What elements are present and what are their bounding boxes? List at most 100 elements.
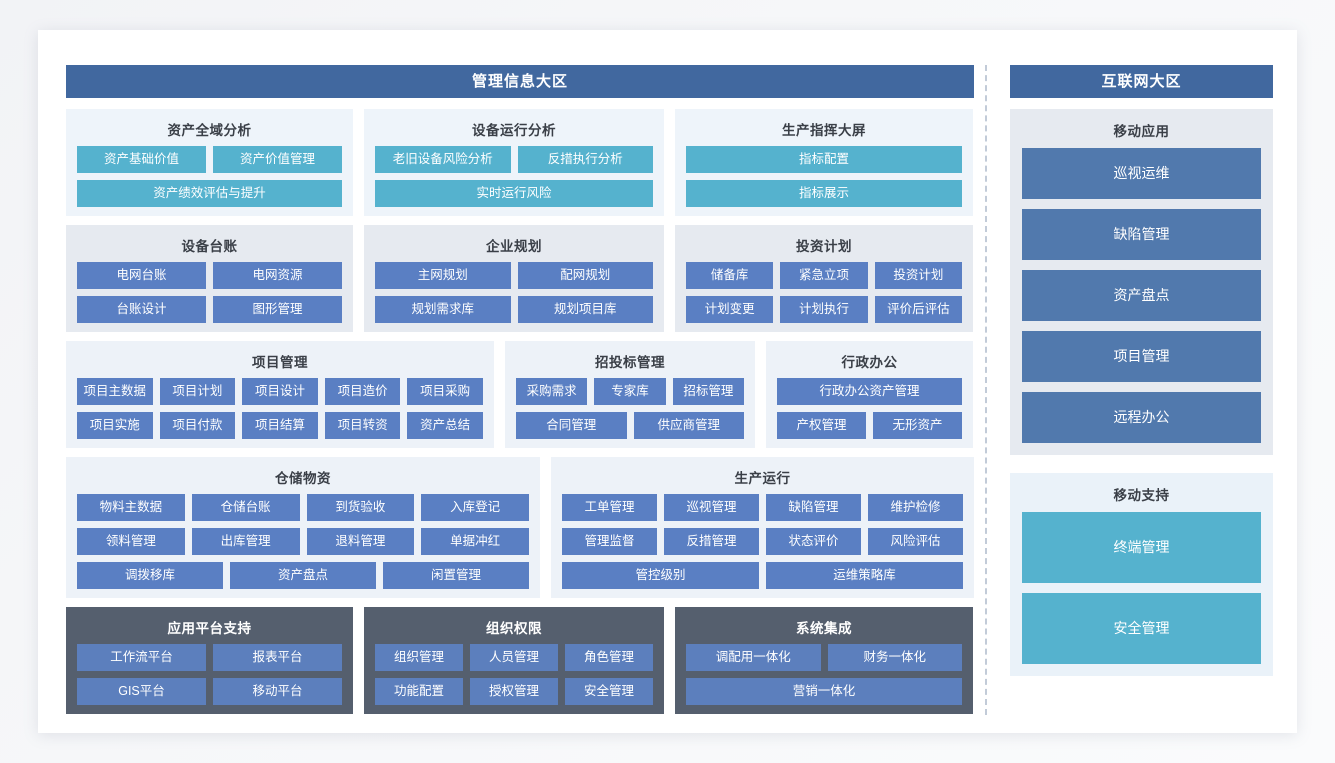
module-tile[interactable]: 项目采购: [407, 378, 483, 405]
module-tile[interactable]: 项目造价: [324, 378, 401, 405]
module-tile[interactable]: 安全管理: [565, 678, 653, 705]
module-tile[interactable]: 项目结算: [242, 412, 318, 439]
module-tile[interactable]: 项目付款: [159, 412, 236, 439]
module-tile[interactable]: 授权管理: [470, 678, 558, 705]
module-tile[interactable]: GIS平台: [77, 678, 206, 705]
module-card: 行政办公行政办公资产管理产权管理无形资产: [766, 341, 973, 448]
module-tile[interactable]: 资产盘点: [230, 562, 376, 589]
module-tile[interactable]: 组织管理: [375, 644, 463, 671]
module-tile[interactable]: 项目主数据: [77, 378, 153, 405]
module-tile[interactable]: 行政办公资产管理: [777, 378, 962, 405]
module-tile[interactable]: 人员管理: [470, 644, 558, 671]
module-tile[interactable]: 巡视管理: [664, 494, 759, 521]
module-tile[interactable]: 单据冲红: [421, 528, 529, 555]
module-tile[interactable]: 图形管理: [213, 296, 342, 323]
module-tile[interactable]: 闲置管理: [383, 562, 529, 589]
module-tile[interactable]: 老旧设备风险分析: [375, 146, 511, 173]
module-tile[interactable]: 风险评估: [868, 528, 963, 555]
module-tile[interactable]: 巡视运维: [1022, 148, 1261, 199]
module-tile[interactable]: 缺陷管理: [1022, 209, 1261, 260]
module-tile[interactable]: 计划变更: [686, 296, 774, 323]
module-tile[interactable]: 供应商管理: [633, 412, 744, 439]
right-region-panels: 移动应用巡视运维缺陷管理资产盘点项目管理远程办公移动支持终端管理安全管理: [1010, 109, 1273, 676]
module-tile[interactable]: 仓储台账: [191, 494, 300, 521]
module-tile[interactable]: 紧急立项: [780, 262, 868, 289]
module-card: 企业规划主网规划配网规划规划需求库规划项目库: [364, 225, 664, 332]
module-tile[interactable]: 功能配置: [375, 678, 463, 705]
module-card: 投资计划储备库紧急立项投资计划计划变更计划执行评价后评估: [675, 225, 973, 332]
module-panel: 移动应用巡视运维缺陷管理资产盘点项目管理远程办公: [1010, 109, 1273, 455]
module-tile[interactable]: 领料管理: [77, 528, 185, 555]
module-tile[interactable]: 工单管理: [562, 494, 657, 521]
module-tile[interactable]: 营销一体化: [686, 678, 962, 705]
module-tile[interactable]: 物料主数据: [77, 494, 185, 521]
module-tile[interactable]: 资产盘点: [1022, 270, 1261, 321]
module-tile[interactable]: 反措管理: [664, 528, 759, 555]
module-tile[interactable]: 反措执行分析: [517, 146, 653, 173]
module-tile[interactable]: 财务一体化: [827, 644, 962, 671]
module-tile[interactable]: 主网规划: [375, 262, 511, 289]
page-sheet: 管理信息大区 资产全域分析资产基础价值资产价值管理资产绩效评估与提升设备运行分析…: [38, 30, 1297, 733]
module-tile[interactable]: 远程办公: [1022, 392, 1261, 443]
module-tile[interactable]: 规划项目库: [517, 296, 653, 323]
module-tile[interactable]: 出库管理: [191, 528, 300, 555]
module-tile[interactable]: 项目管理: [1022, 331, 1261, 382]
module-tile[interactable]: 无形资产: [873, 412, 962, 439]
module-tile[interactable]: 指标配置: [686, 146, 962, 173]
module-tile[interactable]: 专家库: [594, 378, 666, 405]
tile-row: 台账设计图形管理: [77, 296, 342, 323]
module-tile[interactable]: 项目设计: [242, 378, 318, 405]
module-tile[interactable]: 到货验收: [306, 494, 415, 521]
module-tile[interactable]: 工作流平台: [77, 644, 206, 671]
module-tile[interactable]: 实时运行风险: [375, 180, 653, 207]
module-tile[interactable]: 招标管理: [672, 378, 744, 405]
module-tile[interactable]: 资产价值管理: [213, 146, 342, 173]
tile-row: 老旧设备风险分析反措执行分析: [375, 146, 653, 173]
module-tile[interactable]: 缺陷管理: [766, 494, 861, 521]
module-tile[interactable]: 储备库: [686, 262, 774, 289]
module-tile[interactable]: 电网台账: [77, 262, 206, 289]
module-tile[interactable]: 调拨移库: [77, 562, 223, 589]
module-tile[interactable]: 指标展示: [686, 180, 962, 207]
module-tile[interactable]: 计划执行: [780, 296, 868, 323]
module-tile[interactable]: 移动平台: [213, 678, 342, 705]
module-tile[interactable]: 资产总结: [407, 412, 483, 439]
module-card: 设备台账电网台账电网资源台账设计图形管理: [66, 225, 353, 332]
card-title: 生产运行: [734, 471, 791, 486]
module-tile[interactable]: 配网规划: [517, 262, 653, 289]
module-tile[interactable]: 调配用一体化: [686, 644, 821, 671]
module-tile[interactable]: 项目实施: [77, 412, 153, 439]
card-row: 设备台账电网台账电网资源台账设计图形管理企业规划主网规划配网规划规划需求库规划项…: [66, 225, 974, 332]
tile-row: 工单管理巡视管理缺陷管理维护检修: [562, 494, 963, 521]
module-tile[interactable]: 项目计划: [159, 378, 236, 405]
card-row: 仓储物资物料主数据仓储台账到货验收入库登记领料管理出库管理退料管理单据冲红调拨移…: [66, 457, 974, 598]
module-tile[interactable]: 台账设计: [77, 296, 206, 323]
module-tile[interactable]: 角色管理: [565, 644, 653, 671]
module-tile[interactable]: 管控级别: [562, 562, 759, 589]
tile-row: 合同管理供应商管理: [516, 412, 744, 439]
module-tile[interactable]: 采购需求: [516, 378, 588, 405]
module-card: 仓储物资物料主数据仓储台账到货验收入库登记领料管理出库管理退料管理单据冲红调拨移…: [66, 457, 540, 598]
module-tile[interactable]: 电网资源: [213, 262, 342, 289]
tile-row: 行政办公资产管理: [777, 378, 962, 405]
module-tile[interactable]: 终端管理: [1022, 512, 1261, 583]
module-tile[interactable]: 投资计划: [874, 262, 962, 289]
module-tile[interactable]: 资产基础价值: [77, 146, 206, 173]
module-tile[interactable]: 合同管理: [516, 412, 627, 439]
module-tile[interactable]: 资产绩效评估与提升: [77, 180, 342, 207]
module-tile[interactable]: 报表平台: [213, 644, 342, 671]
module-tile[interactable]: 项目转资: [324, 412, 401, 439]
module-tile[interactable]: 运维策略库: [766, 562, 963, 589]
card-title: 行政办公: [841, 355, 898, 370]
module-tile[interactable]: 维护检修: [868, 494, 963, 521]
module-tile[interactable]: 入库登记: [421, 494, 529, 521]
module-tile[interactable]: 产权管理: [777, 412, 866, 439]
module-tile[interactable]: 安全管理: [1022, 593, 1261, 664]
module-tile[interactable]: 退料管理: [306, 528, 415, 555]
module-tile[interactable]: 管理监督: [562, 528, 657, 555]
module-tile[interactable]: 状态评价: [766, 528, 861, 555]
module-tile[interactable]: 规划需求库: [375, 296, 511, 323]
module-panel: 移动支持终端管理安全管理: [1010, 473, 1273, 676]
region-internet: 互联网大区 移动应用巡视运维缺陷管理资产盘点项目管理远程办公移动支持终端管理安全…: [1010, 65, 1273, 715]
module-tile[interactable]: 评价后评估: [874, 296, 962, 323]
